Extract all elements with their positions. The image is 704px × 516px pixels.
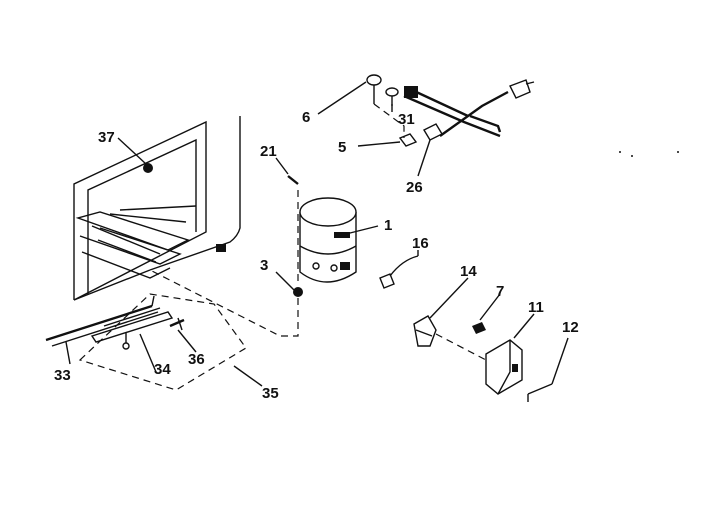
part-14-relay <box>413 315 437 347</box>
callout-3: 3 <box>260 257 268 274</box>
callout-5: 5 <box>338 139 346 156</box>
part-6-screw <box>366 74 382 86</box>
callout-1: 1 <box>384 217 392 234</box>
small-parts-upper <box>366 74 418 147</box>
part-12-clip <box>527 383 553 395</box>
callout-12: 12 <box>562 319 579 336</box>
power-cord-harness <box>403 79 535 141</box>
part-5-clip <box>398 133 418 147</box>
part-16-connector <box>379 255 419 289</box>
callout-37: 37 <box>98 129 115 146</box>
cabinet-foot <box>216 244 226 252</box>
callout-14: 14 <box>460 263 477 280</box>
callout-21: 21 <box>260 143 277 160</box>
callout-34: 34 <box>154 361 171 378</box>
callout-35: 35 <box>262 385 279 402</box>
callout-31: 31 <box>398 111 415 128</box>
compressor <box>299 197 357 283</box>
leader-lines <box>65 81 569 387</box>
callout-26: 26 <box>406 179 423 196</box>
part-37-grommet <box>143 163 153 173</box>
part-31-screw <box>385 87 399 97</box>
callout-11: 11 <box>528 299 544 316</box>
callout-33: 33 <box>54 367 71 384</box>
part-21-tube <box>287 175 299 185</box>
callout-7: 7 <box>496 283 504 300</box>
relay-assembly <box>413 315 553 402</box>
callout-16: 16 <box>412 235 429 252</box>
part-3-grommet <box>149 190 303 337</box>
cabinet-housing <box>73 116 241 301</box>
callout-6: 6 <box>302 109 310 126</box>
drain-tray-assembly <box>45 293 247 391</box>
part-7-screw <box>472 322 486 334</box>
callout-36: 36 <box>188 351 205 368</box>
callout-labels: 6 31 5 26 37 21 1 16 3 14 7 11 12 33 34 … <box>54 109 579 402</box>
